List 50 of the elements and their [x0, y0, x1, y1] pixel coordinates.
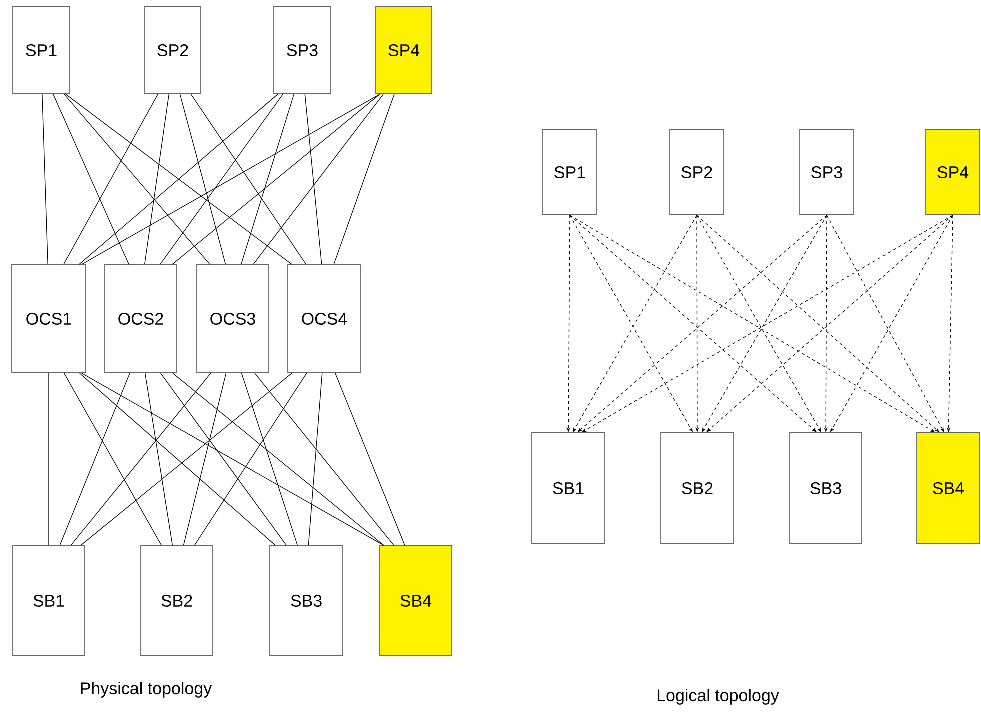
- box: OCS1: [12, 264, 86, 374]
- box: SP3: [274, 6, 332, 94]
- connector: [48, 373, 50, 546]
- connector: [64, 94, 210, 265]
- box: SP4: [926, 130, 980, 216]
- connector: [42, 94, 48, 265]
- connector: [308, 373, 323, 546]
- box: SB2: [140, 546, 214, 656]
- connector: [241, 373, 298, 546]
- box: SB1: [12, 546, 86, 656]
- connector: [64, 94, 158, 265]
- connector: [64, 373, 162, 546]
- connector: [335, 373, 406, 546]
- connector: [70, 373, 212, 546]
- connector: [144, 373, 174, 546]
- connector: [160, 94, 284, 265]
- connector: [53, 94, 130, 265]
- box: SB4: [380, 546, 452, 656]
- connector: [253, 94, 384, 265]
- box: SB2: [660, 432, 734, 544]
- connector: [194, 373, 308, 546]
- connector: [190, 94, 307, 265]
- box: SB1: [532, 432, 606, 544]
- box: SP1: [542, 130, 598, 216]
- box: SP1: [12, 6, 70, 94]
- box: OCS2: [104, 264, 178, 374]
- connector: [180, 94, 226, 265]
- connector: [241, 94, 295, 265]
- box: SP3: [800, 130, 854, 216]
- box: OCS4: [288, 264, 362, 374]
- box: SP2: [670, 130, 724, 216]
- box: SP2: [144, 6, 202, 94]
- box: SP4: [376, 6, 432, 94]
- connector: [254, 373, 394, 546]
- connector: [144, 94, 170, 265]
- connector: [82, 94, 380, 265]
- connector: [172, 94, 380, 265]
- connector: [172, 373, 384, 546]
- connector: [60, 373, 130, 546]
- connector: [183, 373, 227, 546]
- box: SB3: [790, 432, 862, 544]
- box: OCS3: [196, 264, 270, 374]
- connector: [334, 94, 395, 265]
- caption: Logical topology: [658, 689, 780, 705]
- connector: [160, 373, 287, 546]
- box: SB3: [270, 546, 344, 656]
- caption: Physical topology: [81, 682, 212, 698]
- connector: [304, 94, 322, 265]
- box: SB4: [916, 432, 980, 544]
- connector: [82, 373, 384, 546]
